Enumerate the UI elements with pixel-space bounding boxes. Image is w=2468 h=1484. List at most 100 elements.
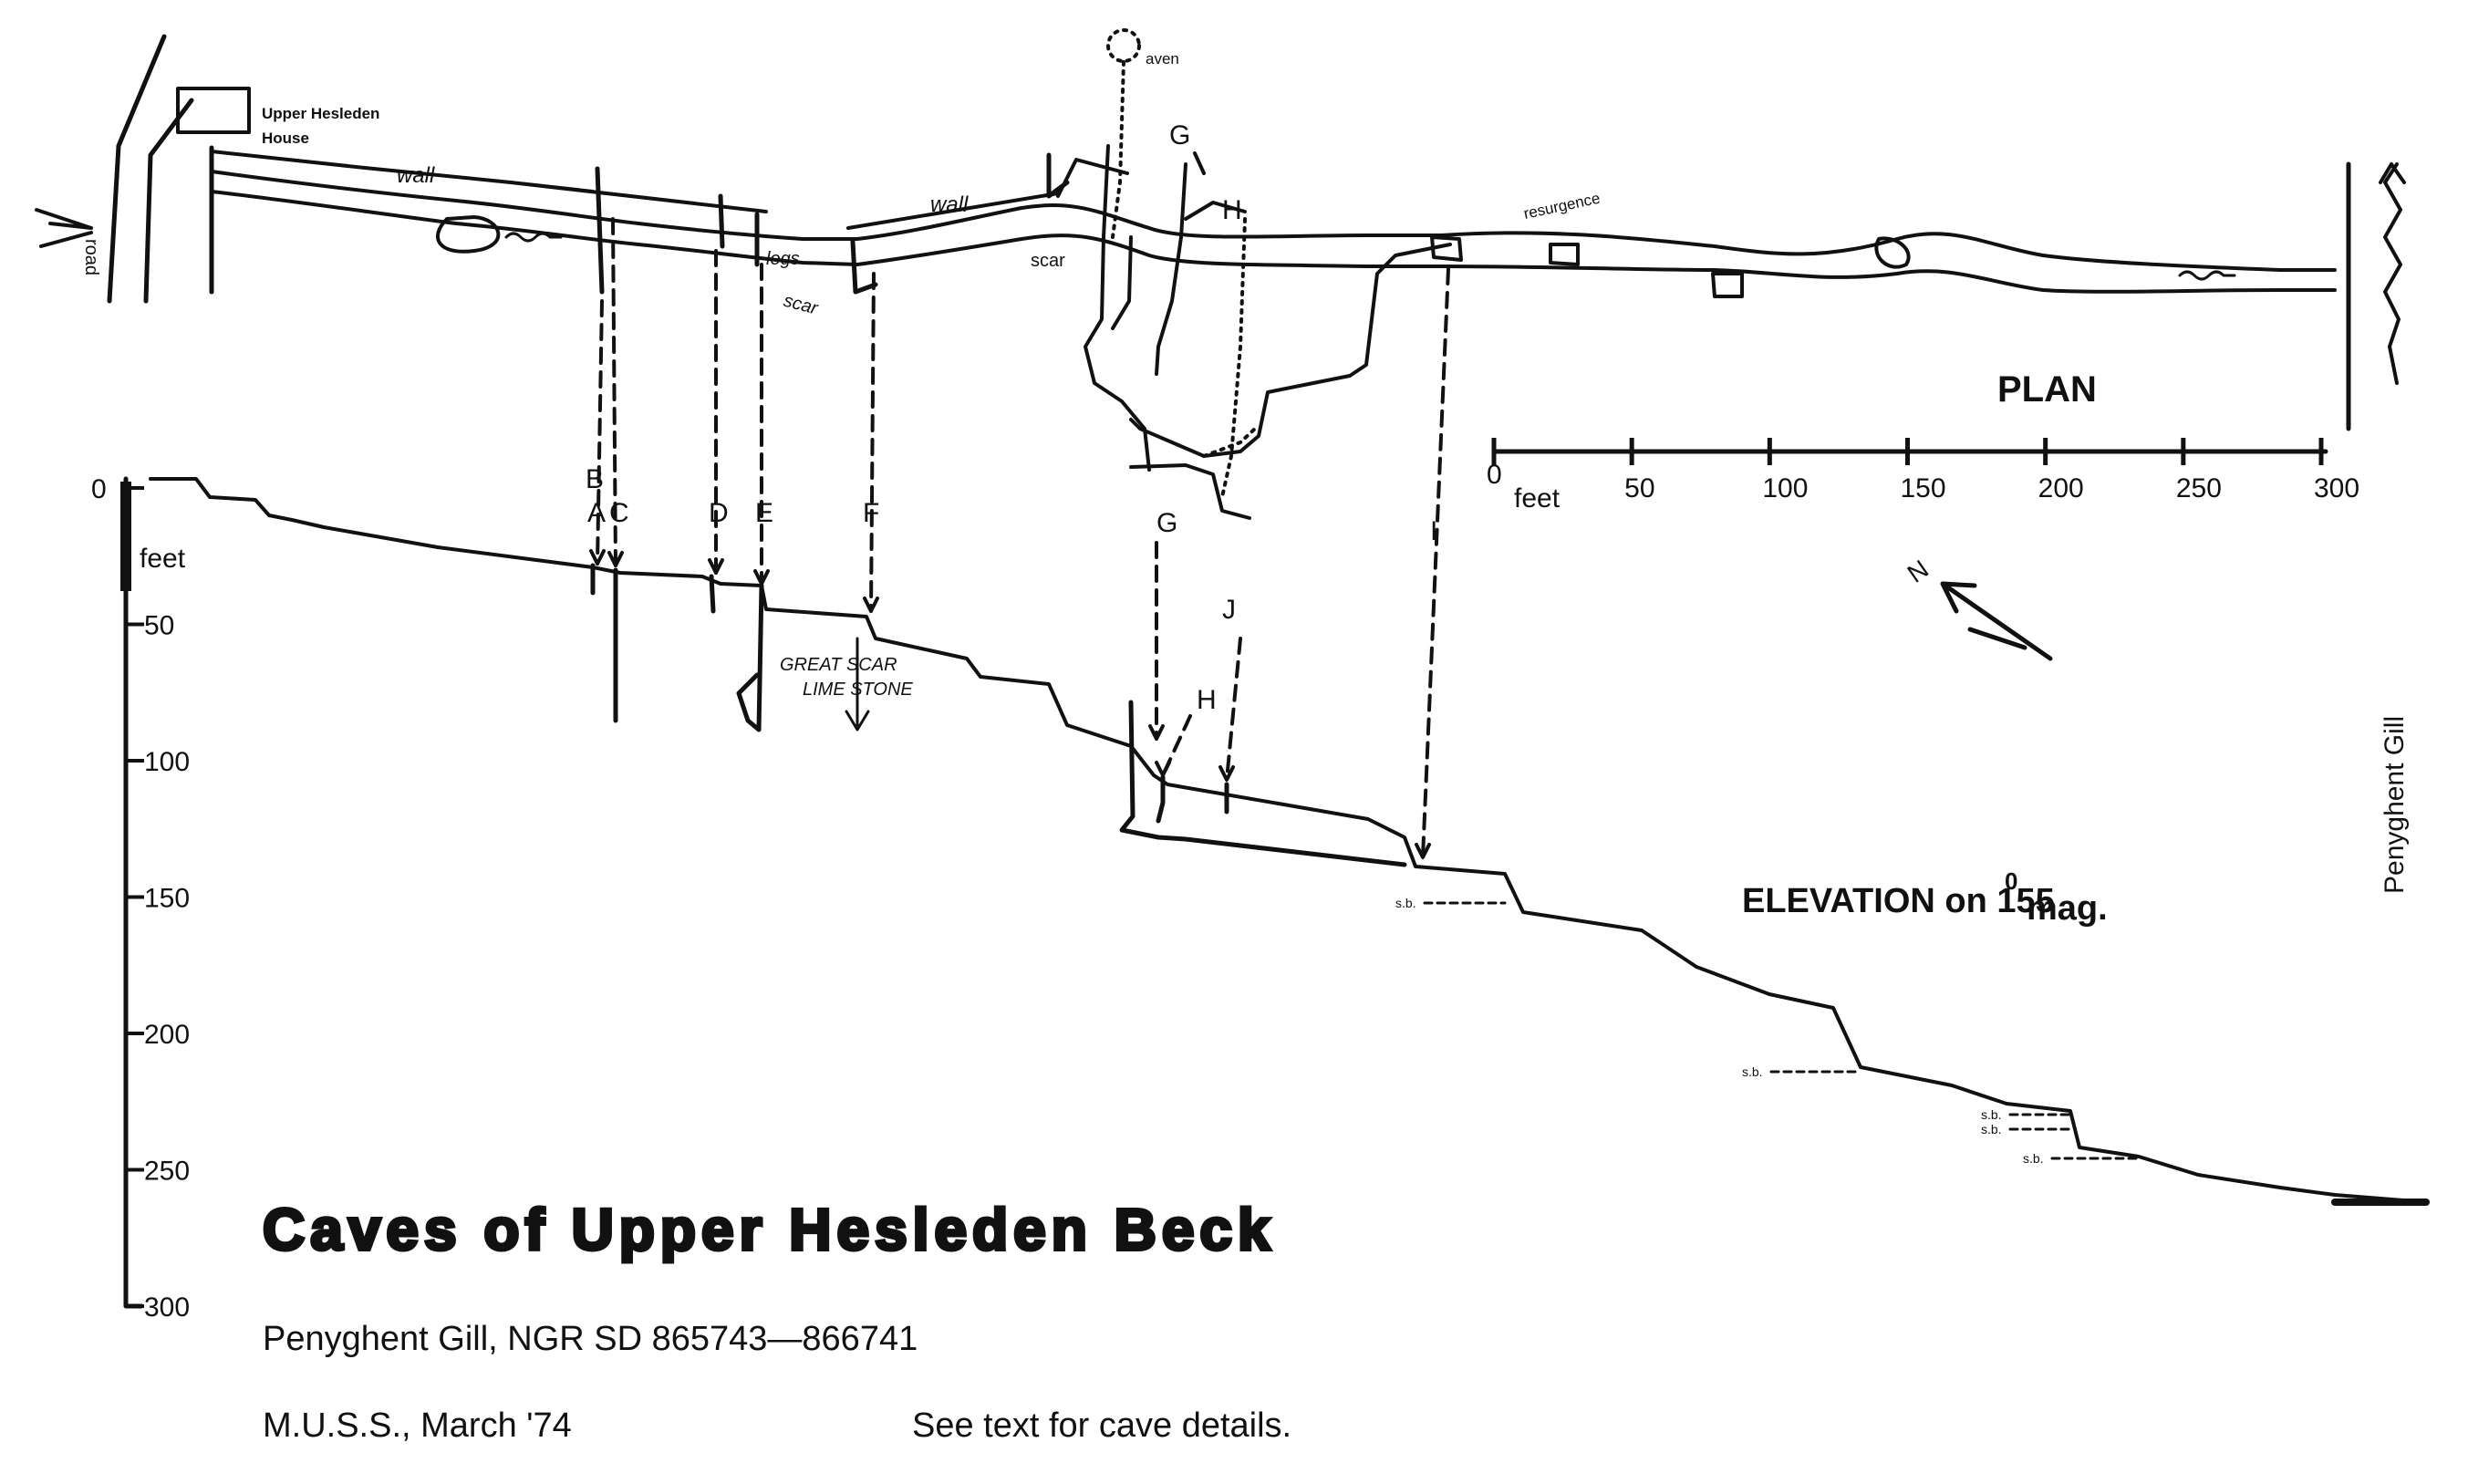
geology-label-1: GREAT SCAR (780, 655, 897, 675)
arrowhead-icon (863, 597, 879, 613)
scale-tick-label: 300 (2314, 473, 2359, 503)
cave-g-passage-2 (1155, 162, 1187, 376)
scar-label-1: scar (782, 291, 821, 319)
sump-label: s.b. (1742, 1064, 1763, 1079)
arrowhead-icon (708, 558, 724, 575)
house-label-line2: House (262, 130, 309, 147)
dotted-link (1202, 427, 1257, 458)
projection-line (596, 299, 604, 566)
sump-markers: s.b.s.b.s.b.s.b.s.b. (1395, 896, 2141, 1166)
arrowhead-icon (753, 569, 770, 586)
wall-line-1 (210, 150, 768, 213)
cave-d-elevation (709, 574, 716, 614)
cave-i-entrance (1430, 235, 1463, 262)
house-outline (176, 87, 251, 134)
map-note: See text for cave details. (912, 1406, 1291, 1445)
cave-entrance-downstream (1711, 272, 1744, 298)
scale-tick-label: 150 (1901, 473, 1946, 503)
label-i: I (1430, 516, 1437, 546)
cave-i-passage (1129, 243, 1452, 458)
depth-unit-label: feet (140, 544, 186, 574)
cave-g-passage (1084, 144, 1151, 472)
house-label-line1: Upper Hesleden (262, 105, 379, 122)
wall-label-2: wall (930, 192, 969, 217)
cave-j-passage-dotted (1220, 217, 1247, 499)
resurgence-label: resurgence (1522, 190, 1602, 223)
scale-tick-label: 250 (2176, 473, 2222, 503)
projection-lines (589, 217, 1450, 859)
label-b: B (586, 464, 604, 494)
map-title: Caves of Upper Hesleden Beck (263, 1197, 1276, 1262)
pool (436, 215, 501, 254)
cave-g-passage-3 (1111, 235, 1133, 330)
scale-tick-label: 100 (1762, 473, 1808, 503)
label-j: J (1222, 595, 1236, 625)
cave-h-entrance (1184, 201, 1247, 221)
map-subtitle: Penyghent Gill, NGR SD 865743—866741 (263, 1320, 918, 1358)
depth-tick-label: 100 (144, 747, 190, 777)
depth-tick-label: 150 (144, 884, 190, 914)
aven-passage (1111, 60, 1125, 239)
projection-line (611, 217, 617, 567)
label-e: E (755, 498, 773, 528)
north-arrow-icon (1940, 581, 2053, 661)
sump-label: s.b. (1395, 896, 1416, 910)
map-credit: M.U.S.S., March '74 (263, 1406, 572, 1445)
sump-label: s.b. (1981, 1122, 2002, 1136)
scale-unit-label: feet (1514, 483, 1561, 514)
depth-axis-hatch (120, 482, 131, 591)
cave-d-plan (718, 193, 725, 249)
resurgence-pool (1549, 243, 1580, 266)
gill-wavy-line (2383, 162, 2402, 385)
cave-h-elevation (1156, 774, 1166, 824)
projection-line (1225, 637, 1242, 782)
label-d: D (709, 498, 729, 528)
sump-label: s.b. (2023, 1151, 2044, 1166)
cave-h-passage (1129, 463, 1251, 520)
plan-label-g: G (1169, 120, 1190, 150)
pool (1874, 236, 1911, 269)
dip-arrow-icon (845, 637, 870, 732)
beck-bank-south (210, 190, 2337, 294)
cave-g-entrance (1056, 158, 1129, 198)
elevation-title: ELEVATION on 155 (1742, 882, 2055, 920)
arrowhead-icon (1218, 765, 1235, 782)
arrowhead-icon (607, 551, 624, 567)
cave-e-elevation (736, 583, 764, 732)
arrowhead-icon (1148, 724, 1165, 741)
inflow-arrow-icon (35, 208, 93, 248)
scale-tick-label: 200 (2038, 473, 2084, 503)
beck-bank-north (210, 170, 2337, 272)
plan-title: PLAN (1997, 369, 2097, 410)
aven-label: aven (1146, 50, 1179, 67)
label-c: C (609, 498, 629, 528)
depth-tick-label: 50 (144, 611, 174, 641)
north-label: N (1903, 555, 1934, 588)
scale-tick-label: 50 (1624, 473, 1654, 503)
gill-flow-arrow-icon (2379, 162, 2406, 184)
arrowhead-icon (1415, 843, 1431, 859)
projection-line (869, 272, 876, 613)
flow-arrow-icon (2178, 270, 2236, 281)
label-h: H (1197, 685, 1217, 715)
wall-label-1: wall (397, 163, 435, 188)
depth-tick-label: 0 (91, 474, 107, 504)
aven-circle (1106, 28, 1141, 63)
cave-b-plan (595, 166, 605, 295)
label-g: G (1156, 508, 1177, 538)
logs-label: logs (766, 249, 800, 269)
projection-line (1421, 267, 1450, 859)
cave-g-elevation (1119, 700, 1407, 867)
flow-arrow-icon (504, 232, 563, 243)
road-label: road (81, 239, 101, 275)
wall-line-2 (846, 192, 1060, 230)
wall-end (1046, 152, 1070, 199)
elevation-degree: 0 (2005, 867, 2017, 895)
depth-axis (123, 476, 144, 1309)
elevation-mag: mag. (2027, 889, 2108, 928)
side-label: Penyghent Gill (2380, 716, 2410, 894)
label-f: F (863, 498, 879, 528)
